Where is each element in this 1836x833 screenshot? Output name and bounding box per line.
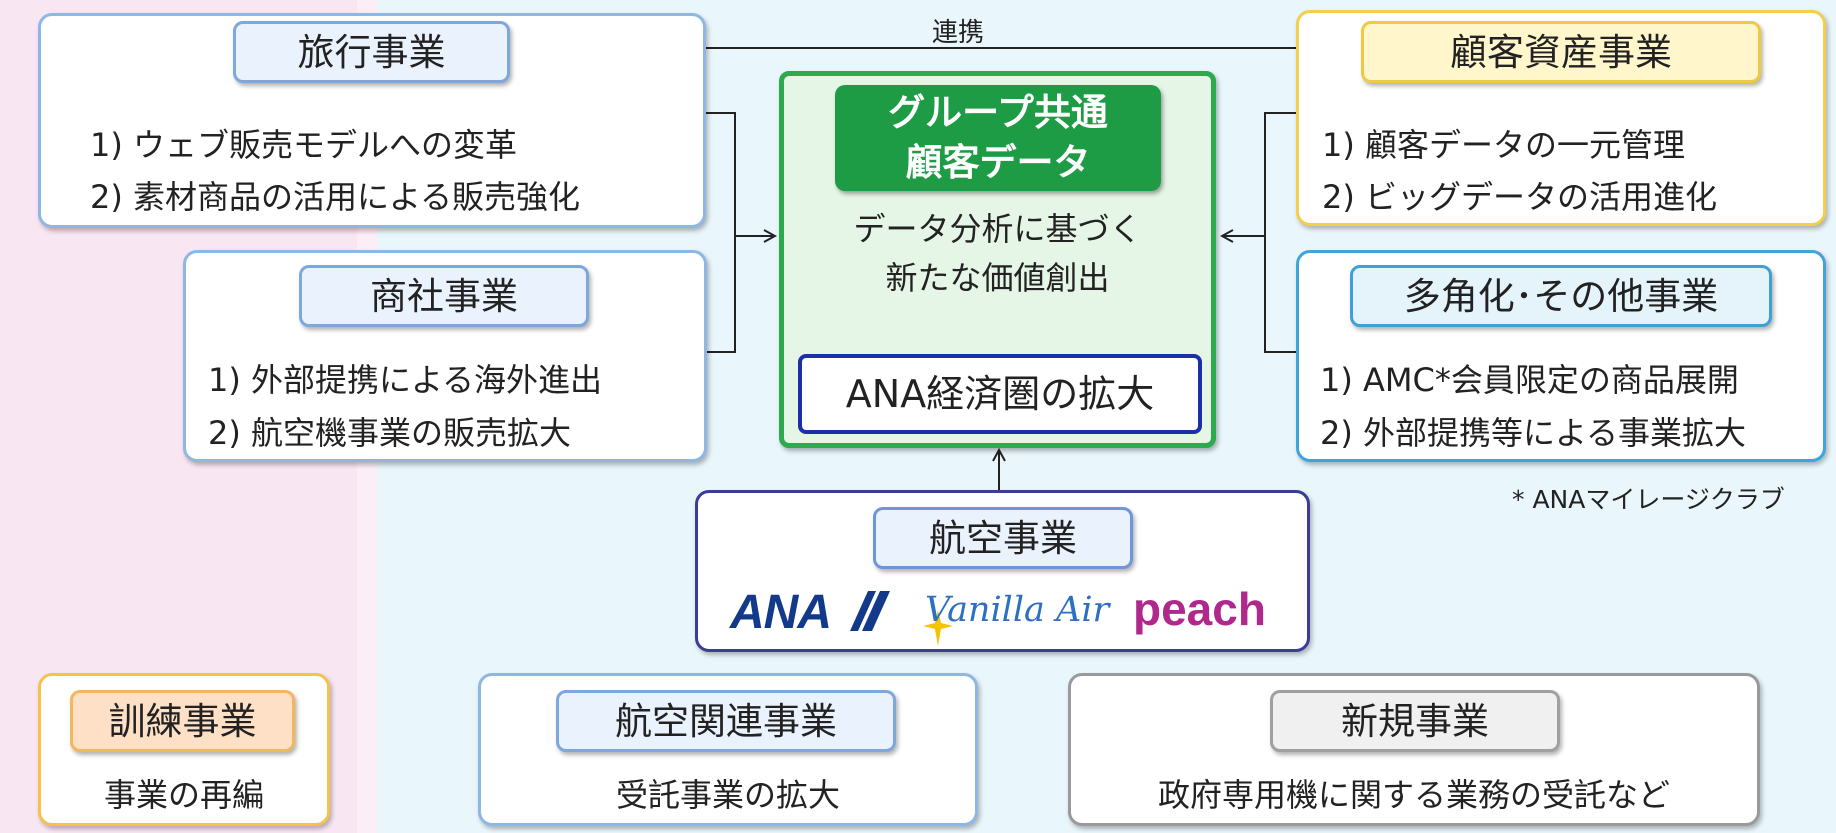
footnote: * ANAマイレージクラブ xyxy=(1512,485,1785,514)
customer-assets-item-2: 2) ビッグデータの活用進化 xyxy=(1322,178,1718,216)
travel-item-2: 2) 素材商品の活用による販売強化 xyxy=(90,178,581,216)
ana-logo-text: ANA xyxy=(730,586,830,639)
center-desc-line-2: 新たな価値創出 xyxy=(885,259,1110,297)
vanilla-air-logo: Vanilla Air xyxy=(923,590,1110,646)
center-description: データ分析に基づく 新たな価値創出 xyxy=(800,205,1195,303)
trading-item-2: 2) 航空機事業の販売拡大 xyxy=(208,414,572,452)
new-business-desc: 政府専用機に関する業務の受託など xyxy=(1157,776,1670,814)
training-title: 訓練事業 xyxy=(70,690,295,752)
group-customer-data-line-1: グループ共通 xyxy=(888,91,1108,134)
right-bracket xyxy=(1264,112,1296,353)
ana-economic-zone: ANA経済圏の拡大 xyxy=(798,354,1202,434)
group-customer-data-tag: グループ共通 顧客データ xyxy=(835,85,1161,191)
trading-item-1: 1) 外部提携による海外進出 xyxy=(208,361,603,399)
travel-title: 旅行事業 xyxy=(233,21,510,83)
diversified-item-2: 2) 外部提携等による事業拡大 xyxy=(1320,414,1747,452)
travel-item-1: 1) ウェブ販売モデルへの変革 xyxy=(90,126,518,164)
left-bracket xyxy=(703,112,736,353)
diversified-title: 多角化･その他事業 xyxy=(1350,265,1772,327)
diversified-item-1: 1) AMC*会員限定の商品展開 xyxy=(1320,361,1739,399)
airline-title: 航空事業 xyxy=(873,507,1133,569)
group-customer-data-line-2: 顧客データ xyxy=(905,141,1091,184)
customer-assets-item-1: 1) 顧客データの一元管理 xyxy=(1322,126,1686,164)
center-desc-line-1: データ分析に基づく xyxy=(853,210,1142,248)
vanilla-star-icon xyxy=(923,610,953,646)
peach-logo: peach xyxy=(1133,583,1266,635)
new-business-title: 新規事業 xyxy=(1270,690,1560,752)
vanilla-air-text: Vanilla Air xyxy=(925,590,1110,630)
customer-assets-title: 顧客資産事業 xyxy=(1361,21,1761,83)
trading-title: 商社事業 xyxy=(299,265,589,327)
aviation-related-title: 航空関連事業 xyxy=(556,690,896,752)
training-desc: 事業の再編 xyxy=(103,776,264,814)
aviation-related-desc: 受託事業の拡大 xyxy=(615,776,840,814)
ana-stripes-icon xyxy=(849,591,890,631)
ana-logo: ANA xyxy=(730,585,890,640)
link-label: 連携 xyxy=(931,18,984,48)
